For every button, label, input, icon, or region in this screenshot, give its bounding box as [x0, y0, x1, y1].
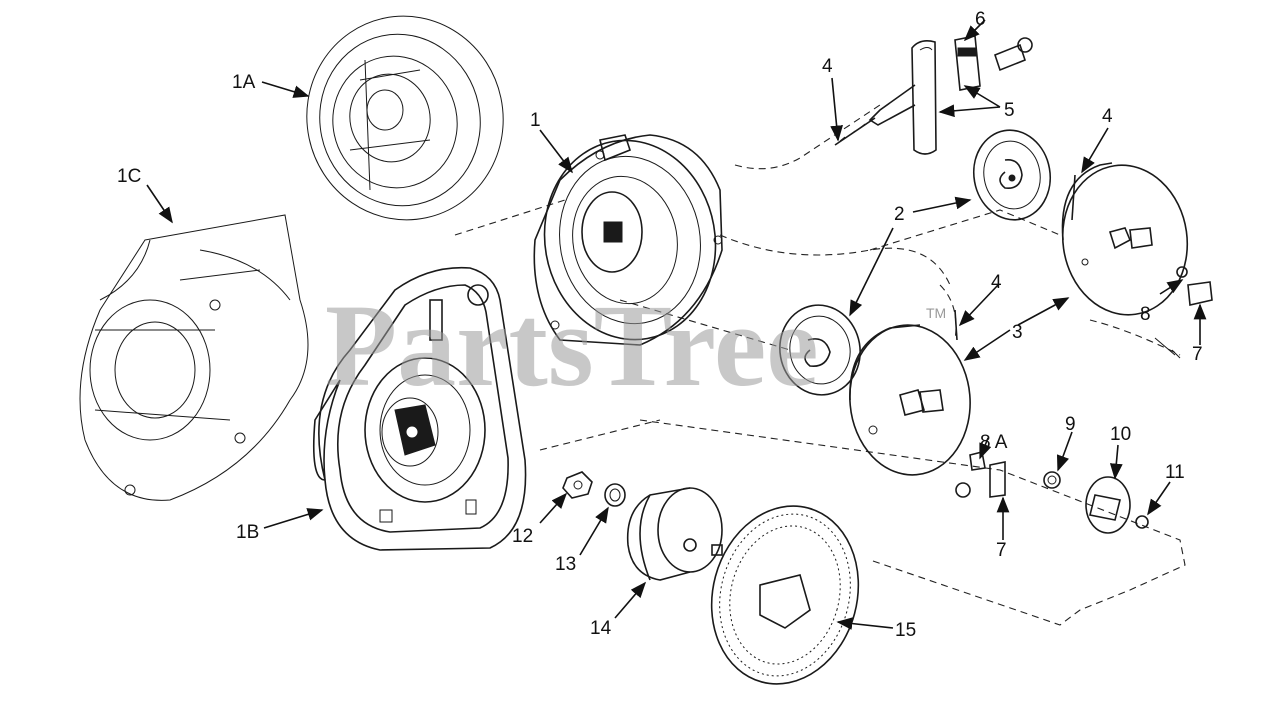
callout-1C: 1C — [117, 166, 141, 187]
callout-4-right: 4 — [1102, 106, 1113, 127]
callout-2-upper: 2 — [894, 204, 905, 225]
part-1C-blower-housing — [79, 214, 309, 501]
callout-10: 10 — [1110, 424, 1131, 445]
callout-9: 9 — [1065, 414, 1076, 435]
leader-lines — [146, 19, 1207, 630]
part-6-retainer — [954, 35, 1033, 91]
callout-7-lower: 7 — [996, 540, 1007, 561]
part-15-debris-screen — [710, 505, 860, 685]
callout-8A: 8 A — [980, 432, 1008, 453]
callout-15: 15 — [895, 620, 916, 641]
part-14-starter-cup — [626, 487, 723, 581]
part-1-main-housing — [533, 134, 723, 346]
part-13-washer — [604, 483, 626, 507]
part-8A-screw — [955, 451, 986, 498]
part-10-brake — [1085, 476, 1131, 534]
part-1B-starter-housing — [312, 266, 527, 551]
part-2-recoil-spring-lower — [779, 304, 861, 396]
callout-3: 3 — [1012, 322, 1023, 343]
part-7-pawl-lower — [989, 461, 1006, 498]
part-2-recoil-spring-upper — [972, 129, 1052, 221]
part-1A-housing — [306, 15, 504, 221]
callout-4-middle: 4 — [991, 272, 1002, 293]
part-11-screw — [1135, 515, 1149, 529]
part-3-pulley-upper — [1061, 162, 1189, 316]
part-12-nut — [562, 471, 593, 499]
callout-6: 6 — [975, 9, 986, 30]
callout-7-upper: 7 — [1192, 344, 1203, 365]
callout-labels: 1A 1 1C 1B 4 6 5 4 2 8 7 3 4 8 A 7 9 10 … — [117, 9, 1203, 641]
callout-11: 11 — [1165, 462, 1185, 483]
callout-12: 12 — [512, 526, 533, 547]
watermark: PartsTree TM — [325, 280, 946, 411]
callout-5: 5 — [1004, 100, 1015, 121]
callout-8: 8 — [1140, 304, 1151, 325]
part-8-screw-upper — [1154, 266, 1213, 359]
part-9-washer — [1043, 471, 1061, 489]
callout-4-top: 4 — [822, 56, 833, 77]
callout-13: 13 — [555, 554, 576, 575]
watermark-trademark: TM — [926, 305, 946, 321]
callout-14: 14 — [590, 618, 612, 639]
part-3-pulley-lower — [849, 309, 971, 476]
assembly-dashed-lines — [454, 104, 1186, 626]
callout-1B: 1B — [236, 522, 259, 543]
part-5-starter-handle — [868, 40, 937, 155]
watermark-text: PartsTree — [325, 280, 819, 411]
callout-1A: 1A — [232, 72, 256, 93]
callout-1: 1 — [530, 110, 541, 131]
